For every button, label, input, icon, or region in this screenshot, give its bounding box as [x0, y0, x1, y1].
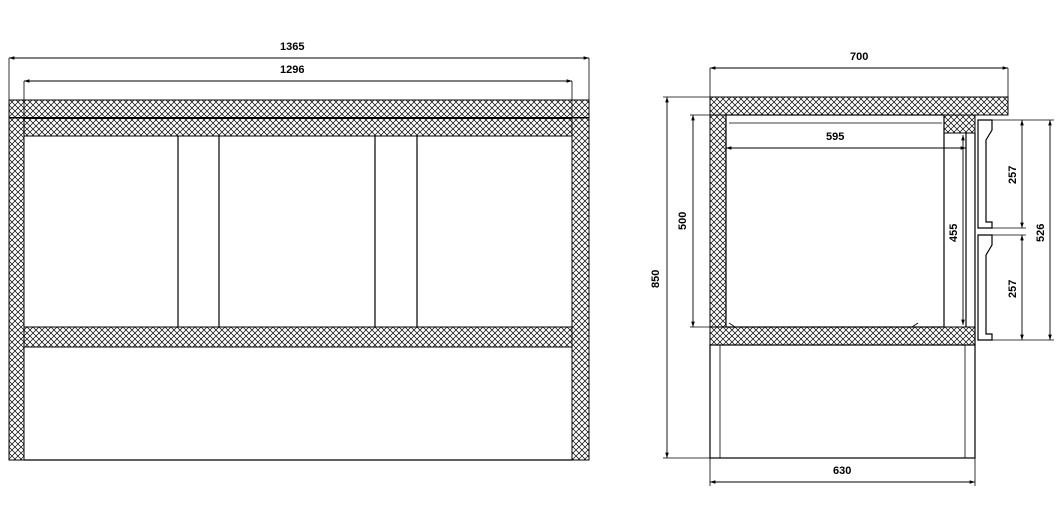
drawer-front-bottom: [977, 234, 993, 341]
dim-label-1365: 1365: [280, 41, 304, 53]
front-middle-slab: [23, 326, 573, 348]
front-view: 1365 1296: [8, 41, 590, 461]
side-top-slab: [709, 96, 1009, 116]
side-bottom-slab: [709, 326, 976, 346]
dim-label-455: 455: [948, 224, 960, 242]
dim-label-526: 526: [1035, 224, 1047, 242]
front-top-slab: [8, 99, 590, 119]
front-right-wall: [571, 117, 590, 461]
dim-label-1296: 1296: [280, 64, 304, 76]
drawer-front-top: [977, 119, 993, 229]
dim-label-850: 850: [650, 270, 662, 288]
dim-label-257-bottom: 257: [1007, 280, 1019, 298]
front-inner-slab: [23, 117, 573, 137]
side-front-rail: [943, 114, 976, 134]
side-back-wall: [709, 114, 727, 346]
dim-label-500: 500: [677, 212, 689, 230]
side-view: 700 630 850 500 595 455 257 257 526: [650, 51, 1054, 486]
dim-label-257-top: 257: [1007, 166, 1019, 184]
dim-label-630: 630: [833, 465, 851, 477]
base-cabinet: [709, 344, 976, 459]
front-left-wall: [8, 117, 25, 461]
dim-label-700: 700: [850, 51, 868, 63]
dim-label-595: 595: [826, 131, 844, 143]
